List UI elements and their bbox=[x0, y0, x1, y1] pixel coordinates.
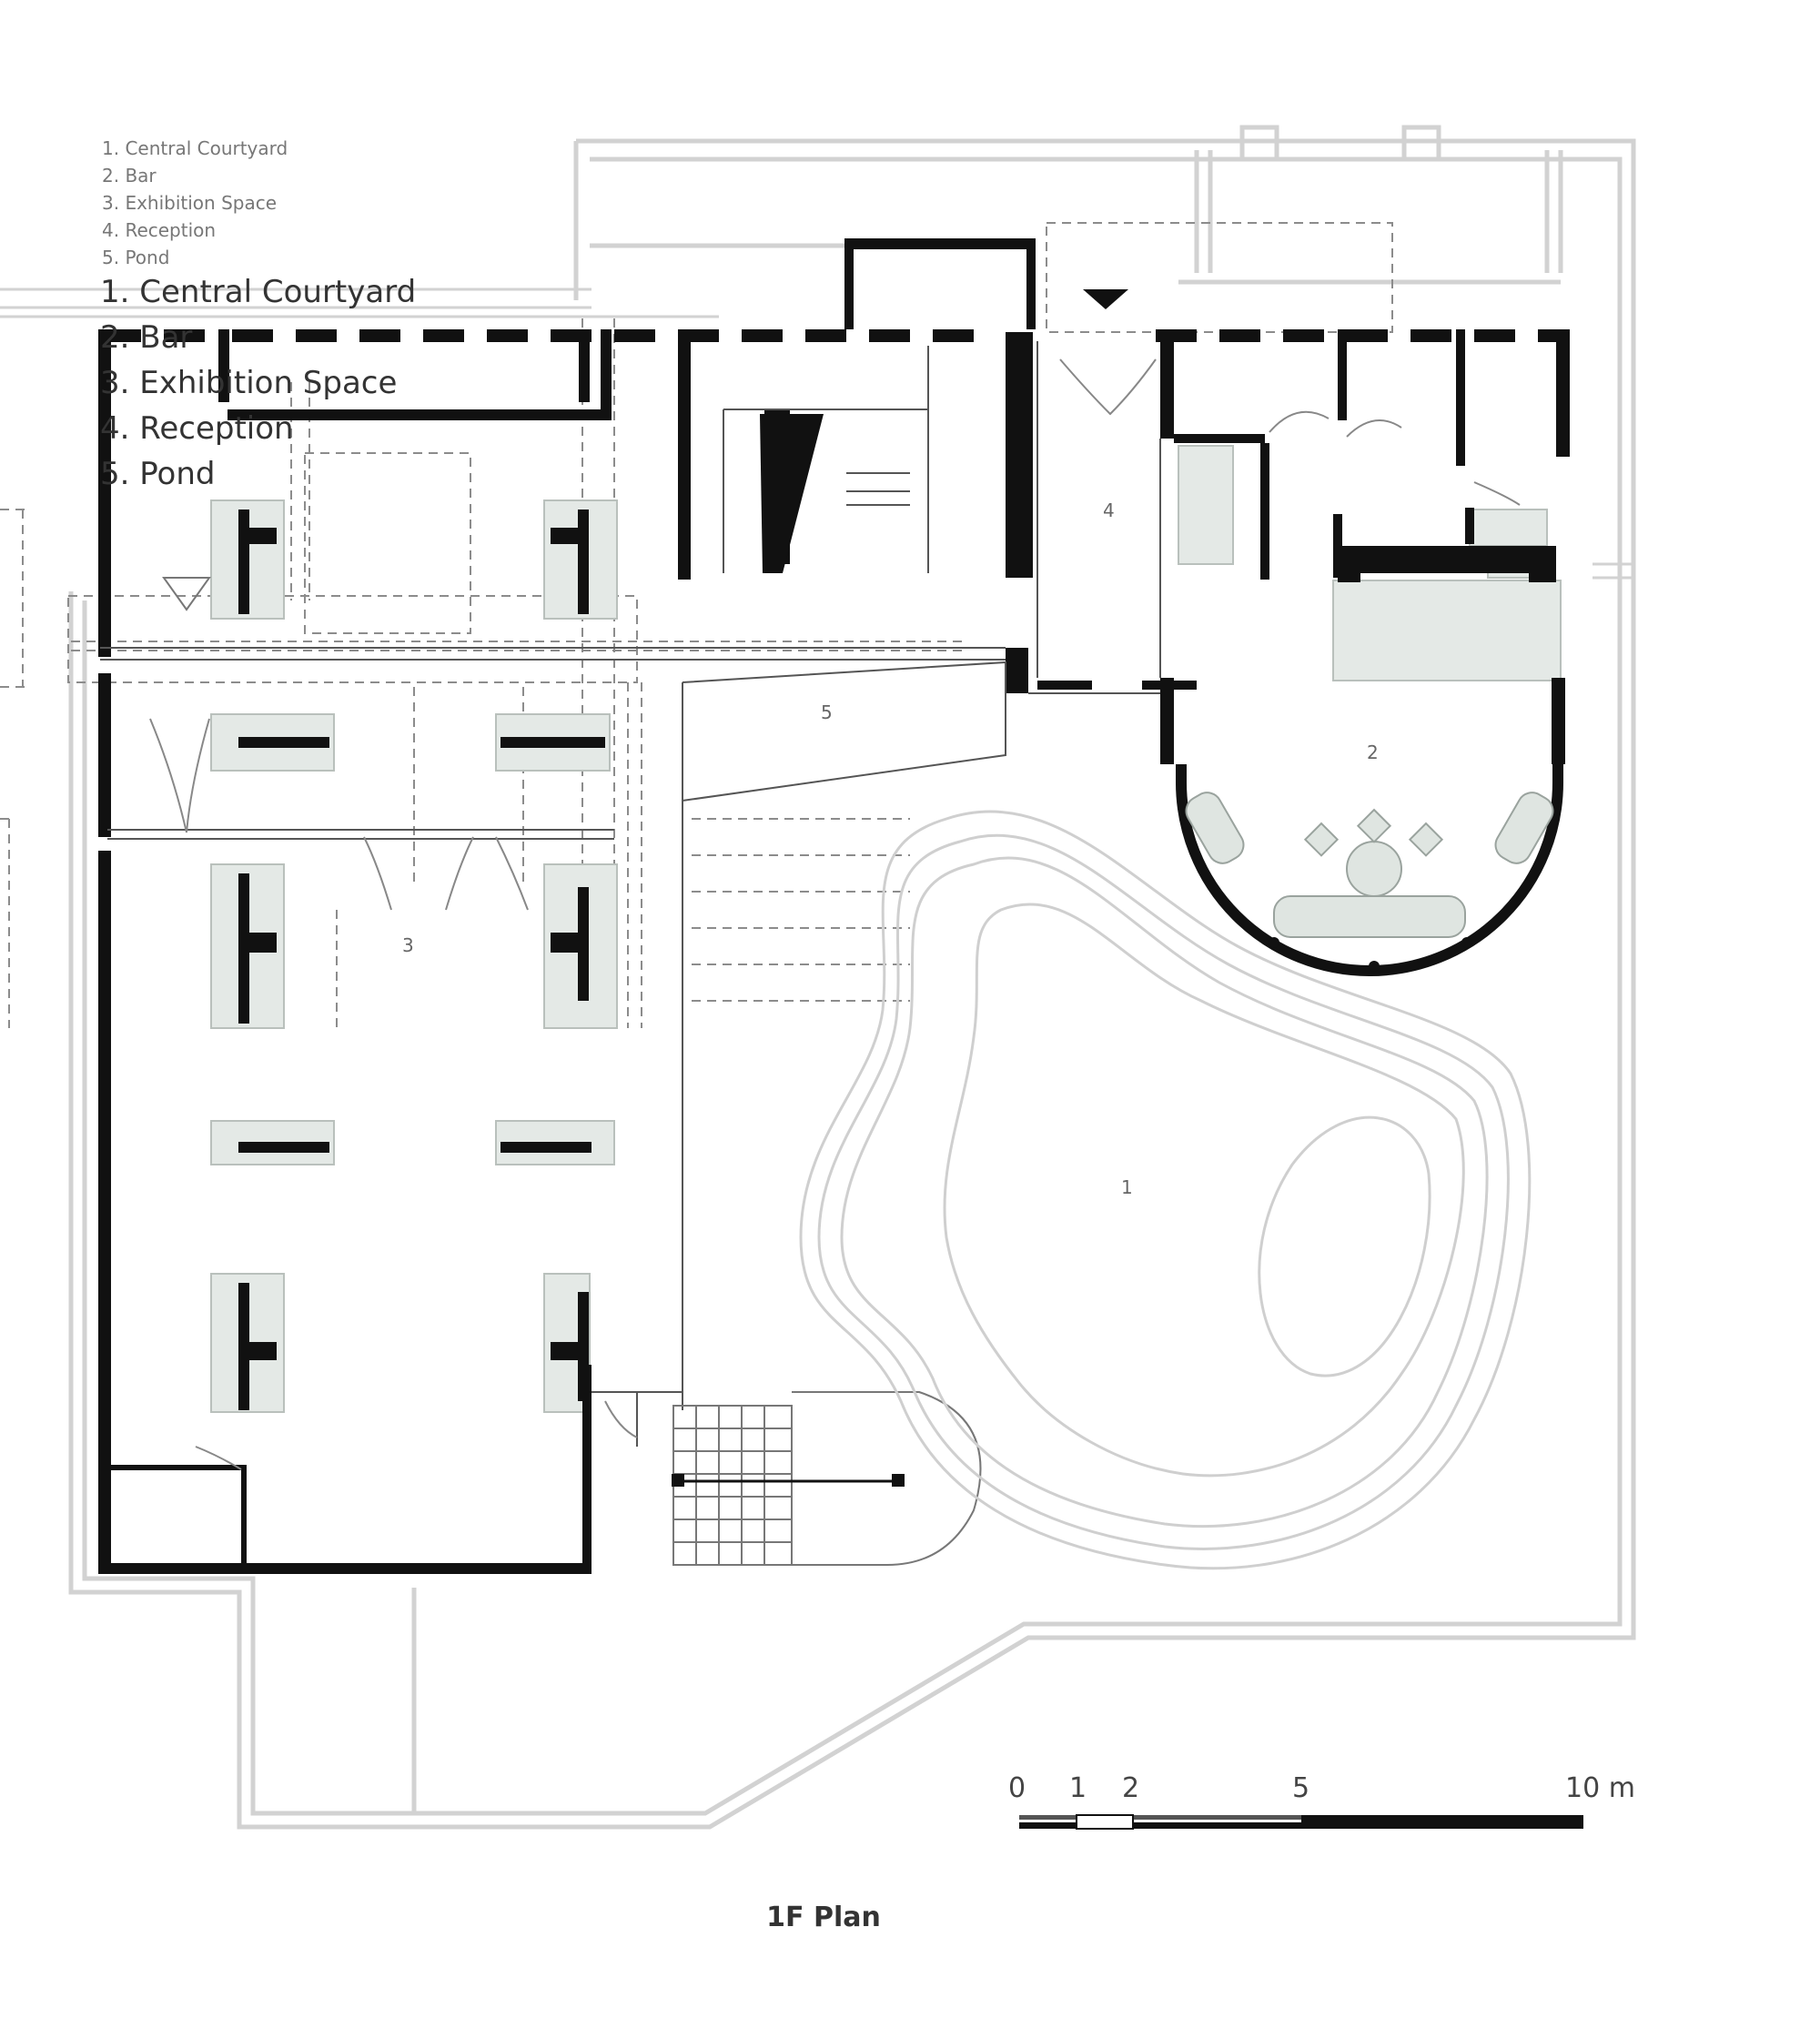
legend-small-item: 4. Reception bbox=[102, 219, 217, 241]
stairs bbox=[672, 1391, 982, 1566]
room-label-bar: 2 bbox=[1367, 742, 1379, 763]
legend-large-item: 3. Exhibition Space bbox=[100, 365, 398, 401]
legend-large-item: 5. Pond bbox=[100, 456, 216, 492]
legend-small-item: 5. Pond bbox=[102, 247, 170, 268]
legend-small: 1. Central Courtyard 2. Bar 3. Exhibitio… bbox=[102, 135, 288, 271]
bar-curved-wall bbox=[1176, 764, 1563, 976]
entrance-arrow-icon bbox=[1083, 289, 1128, 309]
room-label-courtyard: 1 bbox=[1121, 1176, 1133, 1198]
scale-tick-10: 10 m bbox=[1565, 1772, 1635, 1804]
legend-large: 1. Central Courtyard 2. Bar 3. Exhibitio… bbox=[100, 269, 416, 497]
scale-tick-2: 2 bbox=[1122, 1772, 1139, 1804]
legend-large-item: 4. Reception bbox=[100, 410, 294, 447]
room-label-reception: 4 bbox=[1103, 499, 1115, 521]
scale-tick-0: 0 bbox=[1008, 1772, 1026, 1804]
scale-tick-1: 1 bbox=[1069, 1772, 1087, 1804]
legend-small-item: 2. Bar bbox=[102, 165, 157, 187]
scale-bar: 0 1 2 5 10 m bbox=[1008, 1772, 1635, 1830]
gallery-walls bbox=[238, 510, 605, 1410]
pond-contours bbox=[799, 810, 1532, 1570]
scale-tick-5: 5 bbox=[1292, 1772, 1309, 1804]
room-label-pond: 5 bbox=[821, 701, 833, 723]
ramp-arrow-icon bbox=[162, 577, 211, 611]
door-swings bbox=[149, 358, 1521, 1470]
stair-posts bbox=[672, 1474, 905, 1487]
secondary-lines bbox=[100, 341, 1161, 1447]
legend-large-item: 1. Central Courtyard bbox=[100, 274, 417, 310]
walls bbox=[98, 238, 1570, 1574]
legend-small-item: 1. Central Courtyard bbox=[102, 137, 288, 159]
legend-small-item: 3. Exhibition Space bbox=[102, 192, 278, 214]
plan-caption: 1F Plan bbox=[766, 1902, 881, 1933]
legend-large-item: 2. Bar bbox=[100, 319, 193, 356]
room-label-exhibition: 3 bbox=[402, 934, 414, 956]
